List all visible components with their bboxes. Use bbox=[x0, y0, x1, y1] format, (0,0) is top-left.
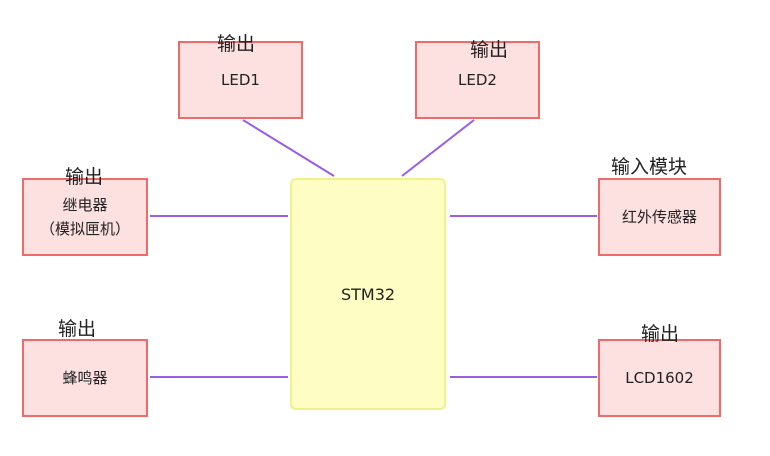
lcd-label: LCD1602 bbox=[625, 369, 694, 387]
stm32-label: STM32 bbox=[340, 284, 396, 304]
led2-box: LED2 bbox=[415, 41, 540, 119]
led1-label: LED1 bbox=[221, 71, 260, 89]
relay-tag: 输出 bbox=[65, 166, 104, 188]
ir-sensor-tag: 输入模块 bbox=[611, 156, 688, 178]
relay-box: 继电器 （模拟匣机） bbox=[22, 178, 148, 256]
stm32-block: STM32 bbox=[290, 178, 446, 410]
connector-led1 bbox=[242, 119, 335, 177]
led1-tag: 输出 bbox=[217, 33, 256, 55]
buzzer-label: 蜂鸣器 bbox=[62, 369, 108, 387]
lcd-tag: 输出 bbox=[641, 323, 680, 345]
relay-label-line2: （模拟匣机） bbox=[39, 220, 130, 238]
buzzer-box: 蜂鸣器 bbox=[22, 339, 148, 417]
ir-sensor-box: 红外传感器 bbox=[598, 178, 721, 256]
connector-led2 bbox=[401, 119, 475, 177]
lcd-box: LCD1602 bbox=[598, 339, 721, 417]
buzzer-tag: 输出 bbox=[58, 318, 97, 340]
led2-tag: 输出 bbox=[470, 39, 509, 61]
led1-box: LED1 bbox=[178, 41, 303, 119]
relay-label-line1: 继电器 bbox=[62, 196, 108, 214]
ir-sensor-label: 红外传感器 bbox=[621, 208, 697, 226]
led2-label: LED2 bbox=[458, 71, 497, 89]
